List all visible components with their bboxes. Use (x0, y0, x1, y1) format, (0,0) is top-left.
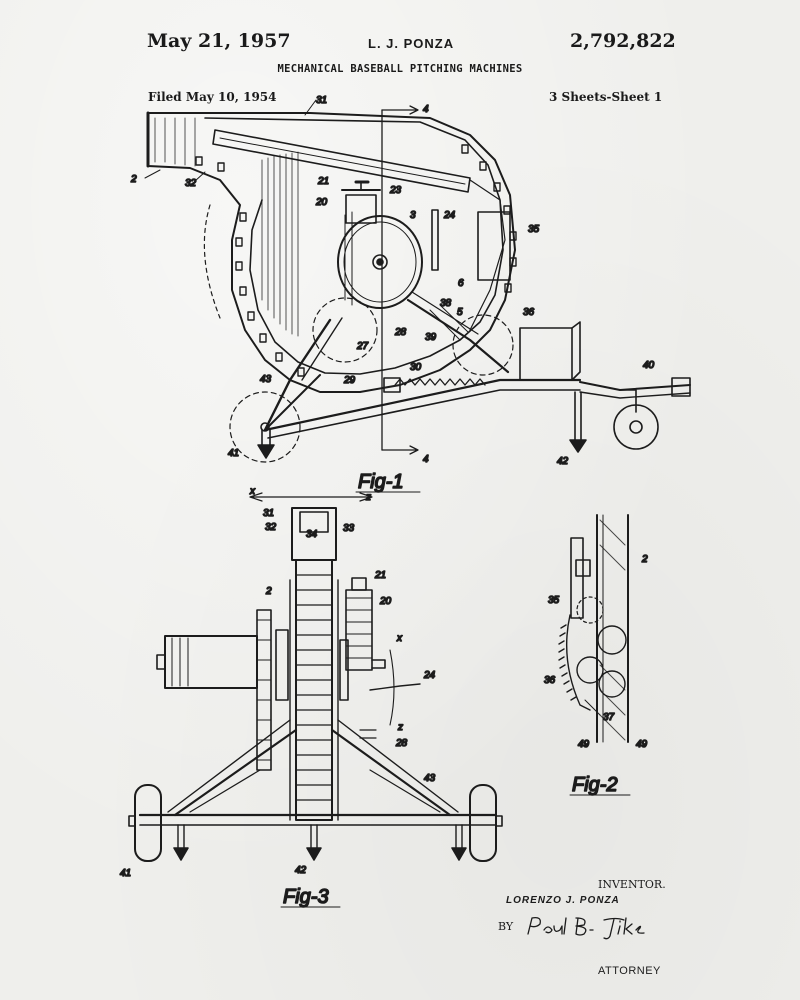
ref-43: 43 (260, 374, 272, 385)
ref-49-left: 49 (578, 739, 590, 750)
ref-42-fig3: 42 (295, 865, 307, 876)
ref-35-fig2: 35 (548, 595, 560, 606)
ref-34: 34 (306, 529, 318, 540)
ref-5: 5 (457, 307, 463, 318)
ref-39: 39 (425, 332, 437, 343)
axis-z-top: z (365, 492, 371, 503)
filed-date: Filed May 10, 1954 (148, 90, 277, 104)
attorney-label: ATTORNEY (598, 965, 661, 977)
sheet-count: 3 Sheets-Sheet 1 (549, 90, 663, 104)
ref-42: 42 (557, 456, 569, 467)
inventor-name: LORENZO J. PONZA (506, 895, 620, 906)
ref-31: 31 (316, 95, 327, 106)
ref-28: 28 (394, 327, 407, 338)
ref-30: 30 (410, 362, 422, 373)
by-label: BY (498, 920, 514, 933)
ref-21: 21 (317, 176, 329, 187)
ref-21-fig3: 21 (374, 570, 386, 581)
patent-number: 2,792,822 (570, 30, 676, 52)
attorney-signature (527, 916, 645, 940)
inventor-caption: INVENTOR. (598, 878, 666, 891)
figure-3-caption: Fig-3 (283, 886, 329, 908)
ref-41: 41 (228, 448, 239, 459)
ref-40: 40 (643, 360, 655, 371)
ref-33: 33 (343, 523, 355, 534)
ref-24-fig3: 24 (423, 670, 436, 681)
section-marker-4-top: 4 (423, 104, 429, 115)
ref-2: 2 (130, 174, 137, 185)
ref-32-fig3: 32 (265, 522, 277, 533)
ref-38: 38 (440, 298, 452, 309)
section-marker-4-bottom: 4 (423, 454, 429, 465)
ref-28-fig3: 28 (395, 738, 408, 749)
ref-20-fig3: 20 (379, 596, 392, 607)
patent-title: MECHANICAL BASEBALL PITCHING MACHINES (277, 63, 523, 75)
figure-3-drawing (128, 492, 503, 862)
ref-27: 27 (356, 341, 369, 352)
figure-2-drawing (558, 514, 629, 743)
ref-31-fig3: 31 (263, 508, 274, 519)
inventor-heading: L. J. PONZA (368, 36, 455, 51)
patent-date: May 21, 1957 (147, 30, 291, 52)
ref-35: 35 (528, 224, 540, 235)
figure-2-caption: Fig-2 (572, 774, 618, 796)
figure-1-drawing (144, 99, 691, 463)
ref-36-fig2: 36 (544, 675, 556, 686)
ref-49-right: 49 (636, 739, 648, 750)
axis-x-right: x (396, 633, 403, 644)
ref-29: 29 (343, 375, 356, 386)
ref-32: 32 (185, 178, 197, 189)
figure-1-caption: Fig-1 (358, 471, 404, 493)
ref-20: 20 (315, 197, 328, 208)
ref-2-fig3: 2 (265, 586, 272, 597)
axis-z-right: z (397, 722, 403, 733)
ref-6: 6 (458, 278, 464, 289)
ref-24: 24 (443, 210, 456, 221)
ref-23: 23 (389, 185, 402, 196)
ref-3: 3 (410, 210, 416, 221)
ref-43-fig3: 43 (424, 773, 436, 784)
ref-2-fig2: 2 (641, 554, 648, 565)
ref-36: 36 (523, 307, 535, 318)
ref-41-fig3: 41 (120, 868, 131, 879)
axis-x-top: x (249, 486, 256, 497)
ref-37: 37 (603, 712, 615, 723)
